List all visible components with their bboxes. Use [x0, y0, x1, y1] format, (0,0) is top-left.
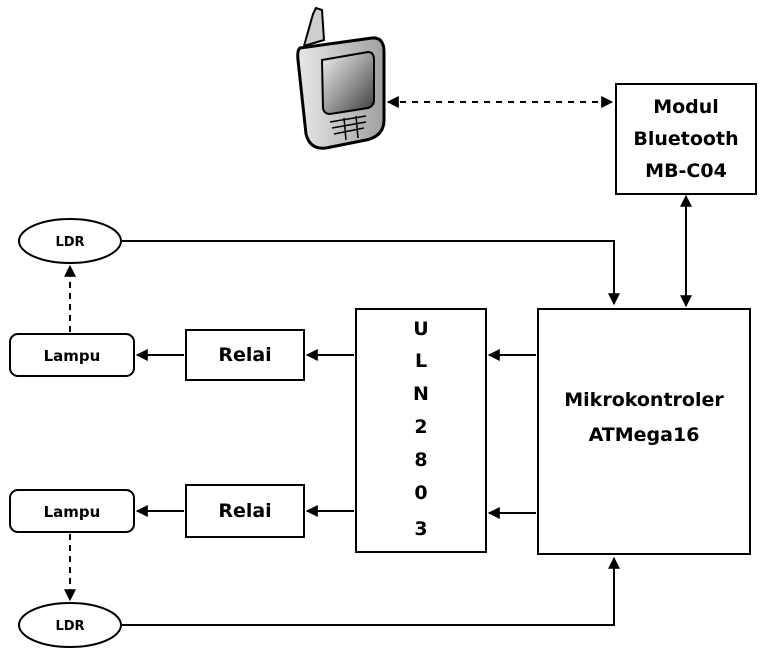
uln-char-5: 8	[414, 449, 427, 471]
lamp-top-label: Lampu	[44, 347, 101, 365]
ldr-bottom-label: LDR	[55, 619, 84, 634]
mobile-phone-icon	[298, 8, 384, 148]
uln2803-block: U L N 2 8 0 3	[356, 309, 486, 552]
relay-top-block: Relai	[186, 330, 304, 380]
ldr-top-to-mcu-line	[122, 241, 614, 304]
ldr-top-label: LDR	[55, 235, 84, 250]
microcontroller-block: Mikrokontroler ATMega16	[538, 309, 750, 554]
bluetooth-module-block: Modul Bluetooth MB-C04	[616, 84, 756, 194]
bluetooth-label-line3: MB-C04	[645, 160, 727, 182]
bluetooth-label-line2: Bluetooth	[633, 128, 738, 150]
relay-top-label: Relai	[218, 344, 271, 366]
uln-char-6: 0	[414, 482, 427, 504]
lamp-bottom-label: Lampu	[44, 503, 101, 521]
bluetooth-label-line1: Modul	[653, 96, 719, 118]
lamp-top-block: Lampu	[10, 334, 134, 376]
uln-char-7: 3	[414, 518, 427, 540]
uln-char-1: U	[413, 318, 428, 340]
relay-bottom-block: Relai	[186, 485, 304, 537]
microcontroller-label-line1: Mikrokontroler	[564, 389, 724, 411]
microcontroller-label-line2: ATMega16	[589, 424, 700, 446]
uln-char-4: 2	[414, 416, 427, 438]
uln-char-2: L	[415, 350, 427, 372]
lamp-bottom-block: Lampu	[10, 490, 134, 532]
ldr-bottom-block: LDR	[19, 603, 121, 647]
ldr-bottom-to-mcu-line	[122, 558, 614, 625]
uln-char-3: N	[413, 383, 429, 405]
relay-bottom-label: Relai	[218, 500, 271, 522]
ldr-top-block: LDR	[19, 219, 121, 263]
